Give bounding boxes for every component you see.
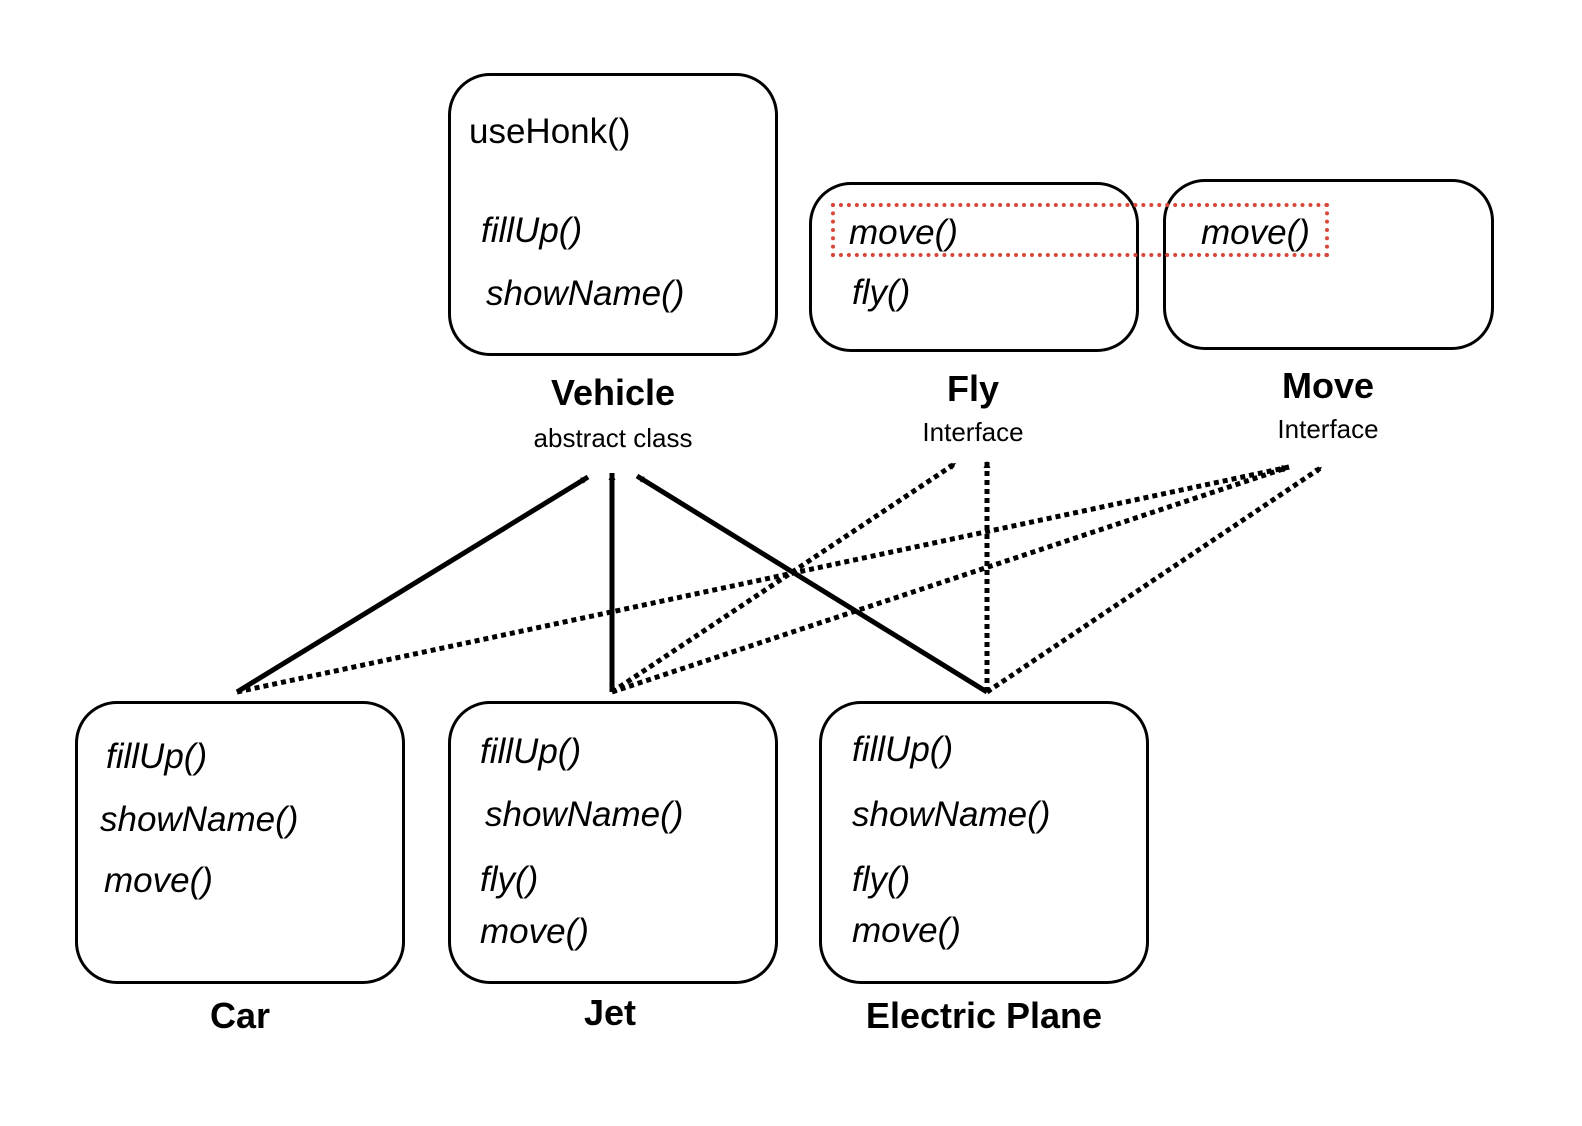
vehicle-box <box>448 73 778 356</box>
electric-plane-to-move-arrow <box>985 464 1324 695</box>
car-name: Car <box>209 995 271 1036</box>
fly-method-fly: fly() <box>852 273 911 312</box>
jet-method-fillup: fillUp() <box>480 732 582 771</box>
car-to-vehicle-arrow <box>235 474 590 695</box>
jet-to-move-arrow <box>611 464 1290 695</box>
electric-plane-method-move: move() <box>852 911 961 950</box>
electric-plane-name: Electric Plane <box>865 995 1103 1036</box>
move-method-move: move() <box>1201 213 1310 252</box>
car-to-move-arrow <box>236 464 1290 695</box>
electric-plane-box <box>819 701 1149 984</box>
jet-box <box>448 701 778 984</box>
vehicle-method-showname: showName() <box>486 274 685 313</box>
move-kind: Interface <box>1277 414 1379 444</box>
electric-plane-method-fly: fly() <box>852 860 911 899</box>
fly-interface-box <box>809 182 1139 352</box>
car-box <box>75 701 405 984</box>
vehicle-kind: abstract class <box>533 423 693 453</box>
jet-method-showname: showName() <box>485 795 684 834</box>
jet-name: Jet <box>583 992 637 1033</box>
fly-name: Fly <box>946 368 1000 409</box>
car-method-move: move() <box>104 861 213 900</box>
jet-to-fly-arrow <box>610 460 958 695</box>
car-method-showname: showName() <box>100 800 299 839</box>
move-interface-box <box>1163 179 1494 350</box>
electric-plane-method-showname: showName() <box>852 795 1051 834</box>
car-method-fillup: fillUp() <box>106 737 208 776</box>
vehicle-method-usehonk: useHonk() <box>469 112 631 151</box>
electric-plane-method-fillup: fillUp() <box>852 730 954 769</box>
fly-kind: Interface <box>922 417 1024 447</box>
fly-method-move: move() <box>849 213 958 252</box>
jet-method-move: move() <box>480 912 589 951</box>
move-name: Move <box>1281 365 1375 406</box>
electric-plane-to-vehicle-arrow <box>635 473 989 695</box>
vehicle-name: Vehicle <box>550 372 676 413</box>
vehicle-method-fillup: fillUp() <box>481 211 583 250</box>
duplicate-move-highlight <box>831 203 1329 257</box>
jet-method-fly: fly() <box>480 860 539 899</box>
